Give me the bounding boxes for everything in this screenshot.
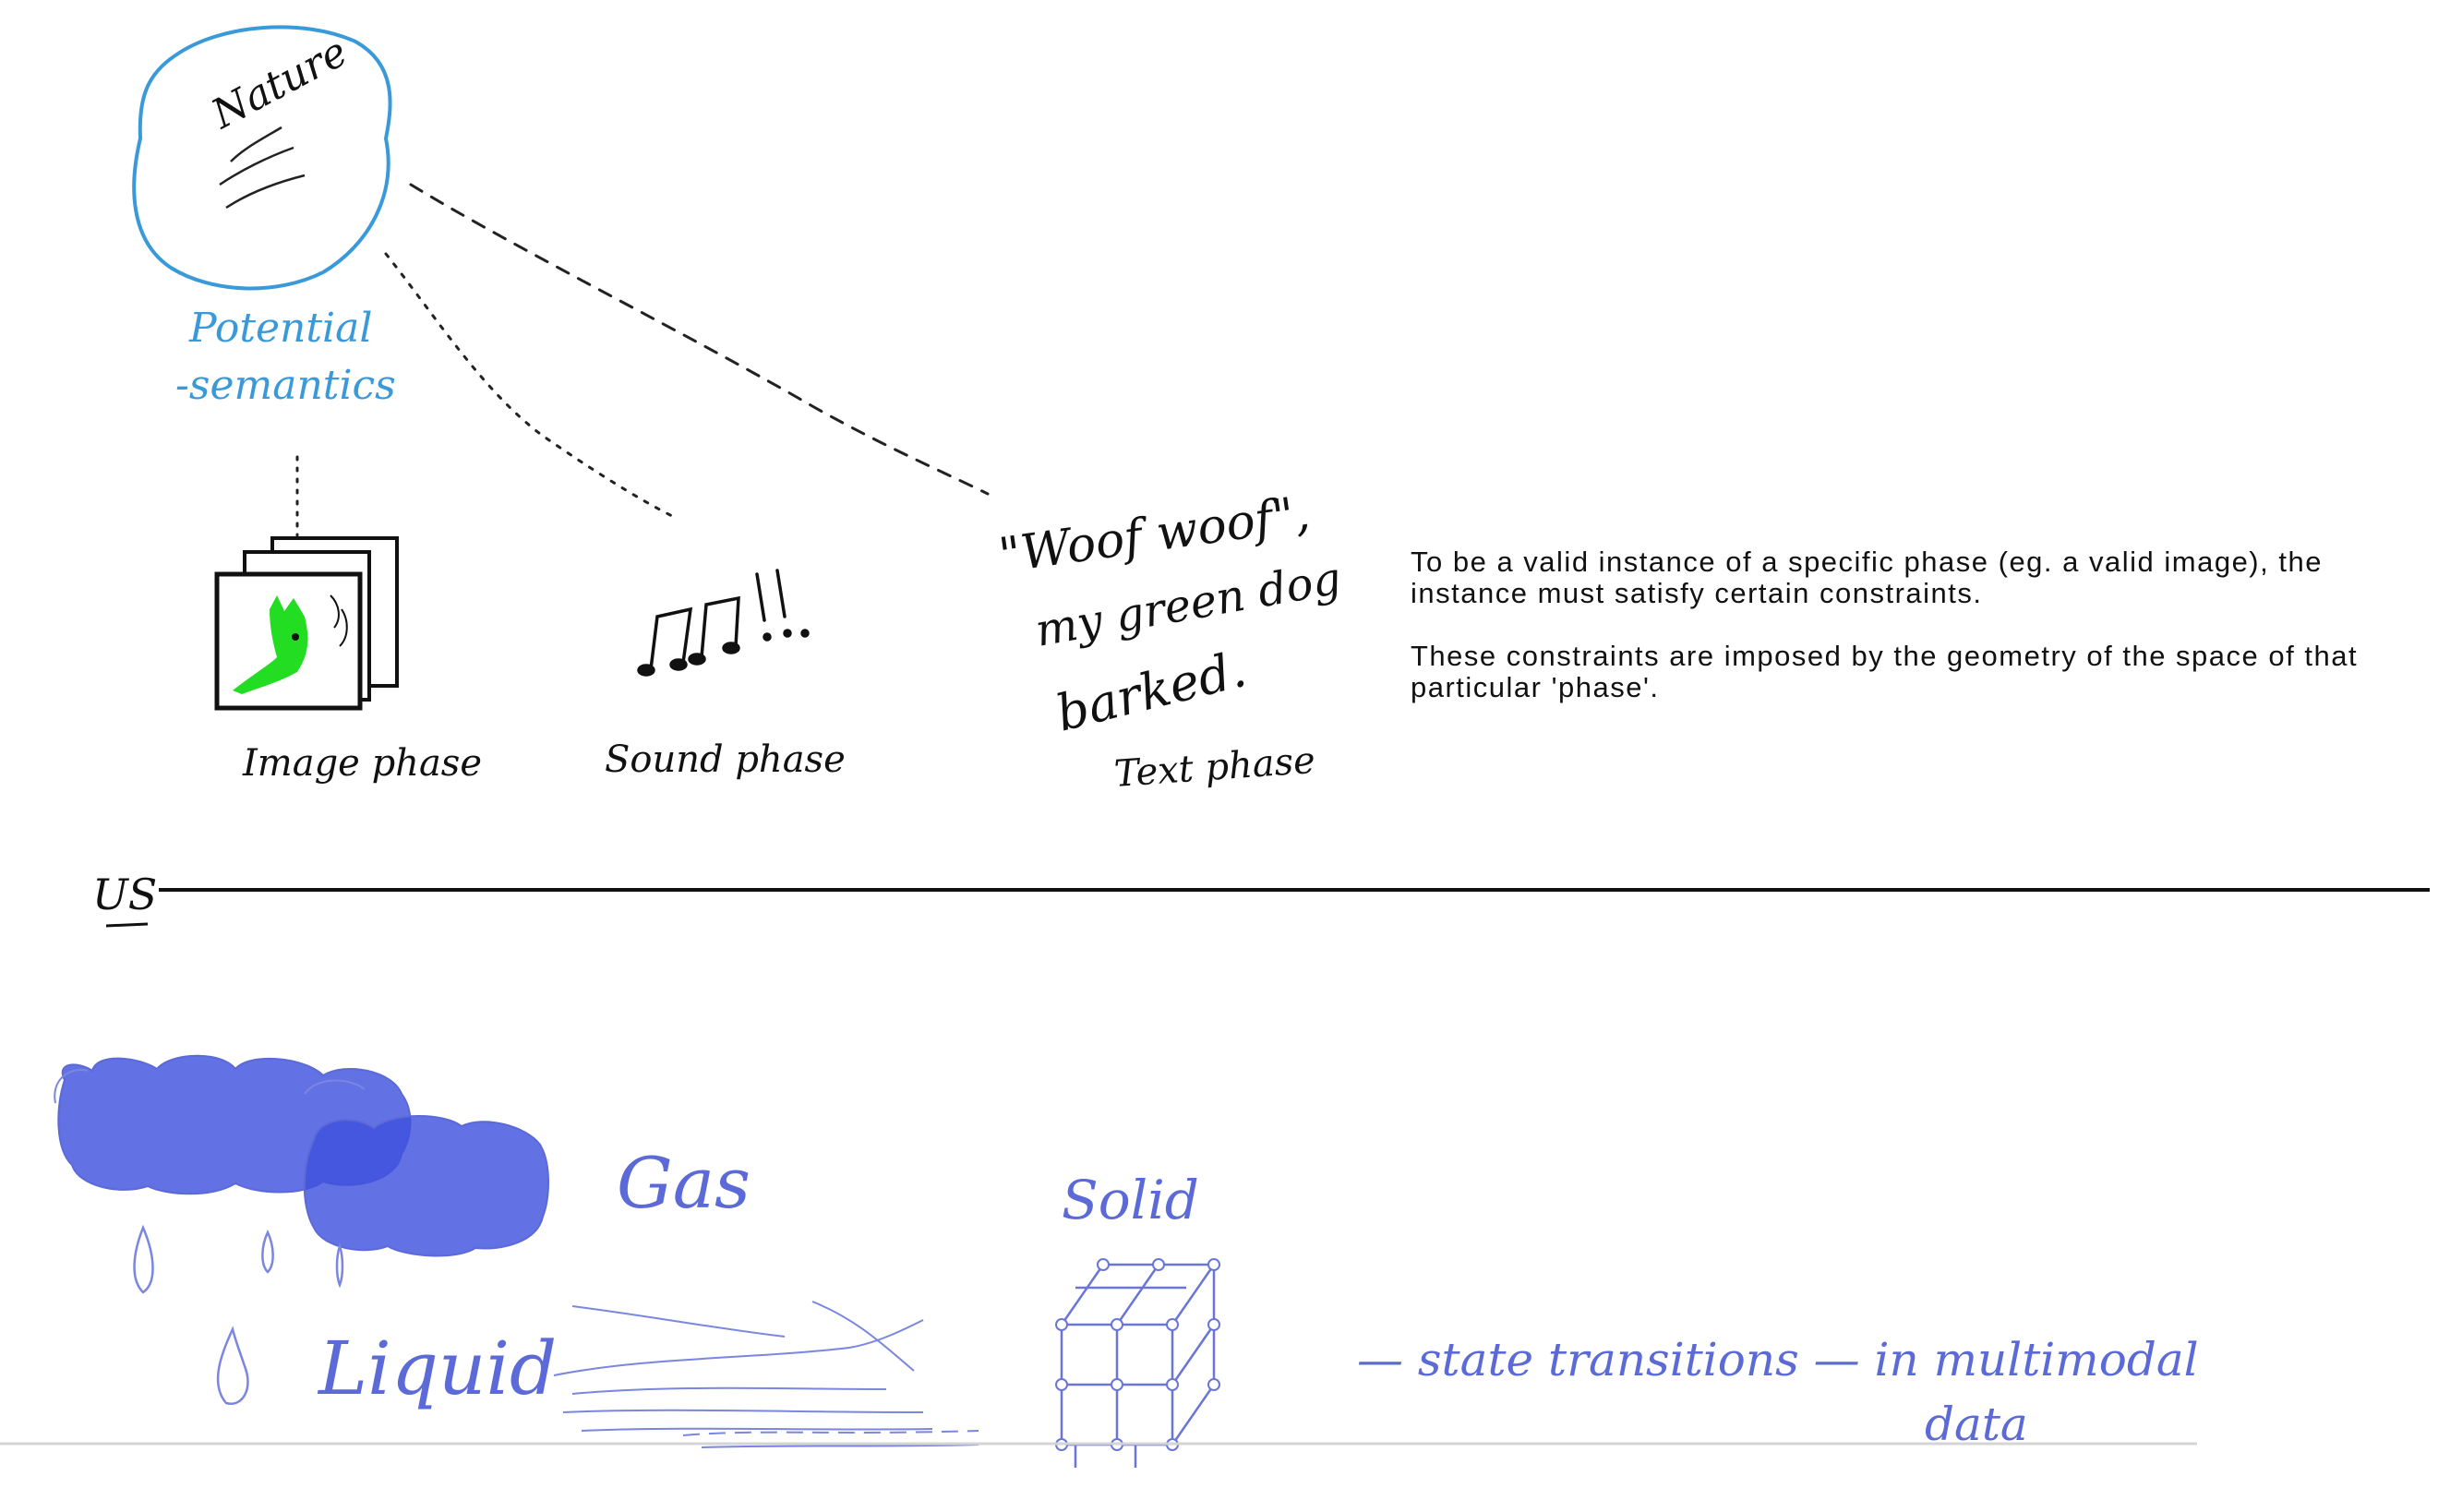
semantics-label: -semantics (175, 362, 396, 409)
quote-line-3: barked. (1051, 640, 1252, 743)
gas-label: Gas (617, 1142, 751, 1224)
solid-label: Solid (1062, 1169, 1199, 1231)
nature-label: Nature (203, 29, 354, 139)
squiggle-icon (219, 126, 306, 210)
drop-icon (216, 1326, 249, 1406)
note-paragraph-1: To be a valid instance of a specific pha… (1411, 546, 2323, 609)
connector-to-text (409, 183, 990, 496)
us-underline (105, 922, 149, 928)
image-phase-label: Image phase (242, 742, 482, 785)
image-phase-icon (214, 536, 399, 711)
nature-bubble: Nature (132, 25, 392, 291)
flow-lines-icon (553, 1301, 979, 1448)
text-phase-label: Text phase (1112, 739, 1316, 796)
cloud-icon (54, 1054, 549, 1257)
us-label: US (92, 870, 157, 919)
connector-lines (295, 183, 990, 537)
note-paragraph-2: These constraints are imposed by the geo… (1411, 640, 2359, 703)
explanation-note: To be a valid instance of a specific pha… (1411, 546, 2435, 735)
transitions-line-2: data (1925, 1398, 2028, 1451)
music-notes-icon (637, 569, 810, 677)
transitions-line-1: — state transitions — in multimodal (1357, 1333, 2199, 1386)
liquid-label: Liquid (317, 1326, 557, 1411)
sound-phase-label: Sound phase (605, 738, 846, 781)
raindrops-icon (133, 1224, 344, 1294)
potential-label: Potential (188, 305, 372, 352)
connector-to-sound (384, 252, 676, 519)
green-dog-icon (233, 594, 348, 694)
lattice-cube-icon (1055, 1258, 1220, 1468)
